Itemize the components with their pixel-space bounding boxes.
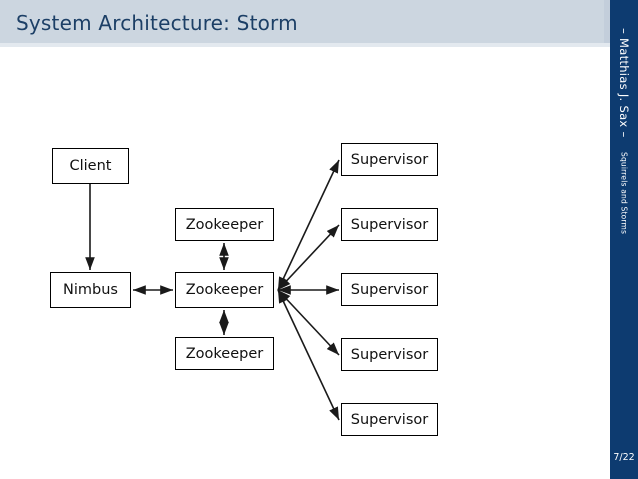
diagram-edges: [85, 159, 340, 421]
node-supervisor-1: Supervisor: [341, 143, 438, 176]
edge-zookeeper2-to-supervisor5: [277, 289, 340, 421]
sidebar-vertical-text: – Matthias J. Sax – Squirrels and Storms: [617, 28, 631, 234]
node-supervisor-5-label: Supervisor: [350, 411, 429, 428]
node-supervisor-5: Supervisor: [341, 403, 438, 436]
node-zookeeper-3-label: Zookeeper: [185, 345, 264, 362]
node-supervisor-1-label: Supervisor: [350, 151, 429, 168]
edge-zookeeper2-to-supervisor1: [277, 159, 340, 291]
node-zookeeper-2: Zookeeper: [175, 272, 274, 308]
sidebar-nub: [604, 0, 610, 43]
node-zookeeper-1-label: Zookeeper: [185, 216, 264, 233]
node-supervisor-2: Supervisor: [341, 208, 438, 241]
title-band: [0, 0, 610, 43]
node-client: Client: [52, 148, 129, 184]
node-zookeeper-3: Zookeeper: [175, 337, 274, 370]
page-title: System Architecture: Storm: [16, 11, 298, 35]
sidebar-text-group: – Matthias J. Sax – Squirrels and Storms: [610, 28, 638, 408]
node-zookeeper-2-label: Zookeeper: [185, 282, 264, 298]
node-supervisor-2-label: Supervisor: [350, 216, 429, 233]
edge-zookeeper2-to-supervisor2: [277, 224, 340, 291]
edge-zookeeper2-to-supervisor4: [277, 289, 340, 356]
node-zookeeper-1: Zookeeper: [175, 208, 274, 241]
sidebar: [610, 0, 638, 479]
node-supervisor-4-label: Supervisor: [350, 346, 429, 363]
title-band-shadow: [0, 43, 610, 47]
node-supervisor-4: Supervisor: [341, 338, 438, 371]
author-name: – Matthias J. Sax –: [617, 28, 631, 138]
node-nimbus: Nimbus: [50, 272, 131, 308]
talk-title: Squirrels and Storms: [619, 151, 629, 234]
architecture-diagram: Client Nimbus Zookeeper Zookeeper Zookee…: [0, 47, 610, 479]
page-number: 7/22: [613, 452, 635, 463]
node-client-label: Client: [69, 158, 112, 174]
node-supervisor-3-label: Supervisor: [350, 281, 429, 298]
node-supervisor-3: Supervisor: [341, 273, 438, 306]
node-nimbus-label: Nimbus: [63, 282, 118, 298]
